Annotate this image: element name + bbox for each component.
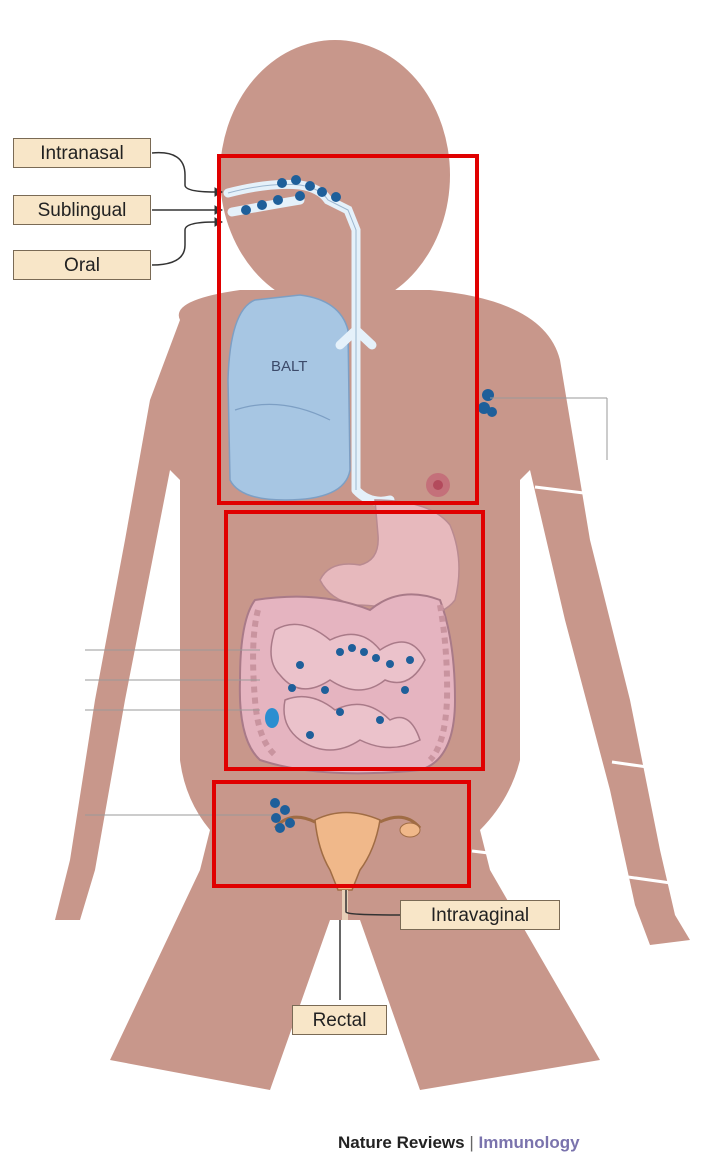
intravaginal-label: Intravaginal <box>400 900 560 930</box>
intranasal-label: Intranasal <box>13 138 151 168</box>
lung-label: BALT <box>271 358 307 375</box>
credit-section: Immunology <box>479 1133 580 1152</box>
intestines <box>240 594 455 773</box>
rectal-label: Rectal <box>292 1005 387 1035</box>
left-lung <box>228 295 350 500</box>
oral-label: Oral <box>13 250 151 280</box>
credit-separator: | <box>469 1133 473 1152</box>
sublingual-label: Sublingual <box>13 195 151 225</box>
figure-credit: Nature Reviews | Immunology <box>338 1133 580 1153</box>
credit-journal: Nature Reviews <box>338 1133 465 1152</box>
lungs <box>228 295 350 500</box>
